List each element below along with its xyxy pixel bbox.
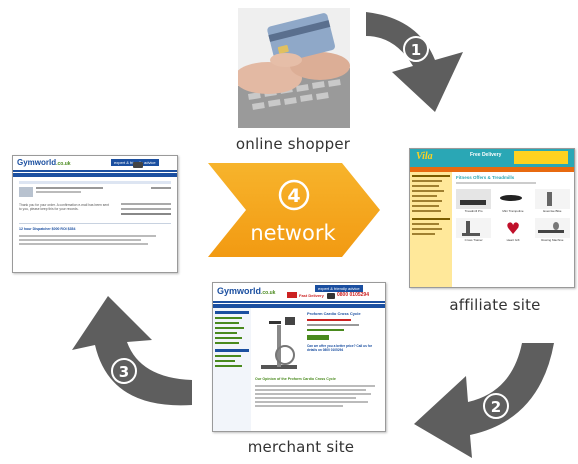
trampoline-icon (495, 189, 531, 209)
spec-heading: Our Opinion of the Proform Cardio Cross … (255, 377, 336, 381)
order-header: Gymworld.co.uk expert & friendly advice (13, 156, 177, 172)
affiliate-product-tile: Rowing Machine (534, 218, 570, 243)
order-table: Thank you for your order. A confirmation… (19, 181, 171, 245)
merchant-header: Gymworld.co.uk expert & friendly advice … (213, 283, 385, 303)
affiliate-banner (514, 151, 568, 164)
step-4-number: 4 (287, 185, 300, 207)
phone-icon (327, 293, 335, 299)
delivery-truck-icon (287, 292, 297, 298)
affiliate-product-tile: Mini Trampoline (495, 189, 531, 214)
affiliate-product-tile: Treadmill Pro (456, 189, 492, 214)
affiliate-product-tile: Cross Trainer (456, 218, 492, 243)
merchant-phone: 0800 0105294 (337, 292, 369, 298)
merchant-sidebar (213, 308, 251, 431)
affiliate-site-thumb: Vila Free Delivery Fitness Offers & Trea… (409, 148, 575, 288)
step-1-badge (403, 36, 429, 62)
step-3-badge (111, 358, 137, 384)
affiliate-label: affiliate site (449, 296, 541, 314)
affiliate-sidebar (410, 172, 452, 287)
credit-card-icon (267, 13, 335, 64)
network-label: network (250, 221, 336, 245)
arrow-1-icon (366, 12, 463, 112)
merchant-delivery: Fast Delivery (299, 293, 324, 298)
hand-icon (238, 62, 302, 94)
order-summary-title: 12 hour Dispatcher $000 ROI $354 (19, 227, 76, 231)
affiliate-heading: Fitness Offers & Treadmills (456, 175, 515, 180)
affiliate-product-tile: ♥ Heart Gift (495, 218, 531, 243)
shopper-photo (238, 8, 350, 128)
merchant-brand: Gymworld.co.uk (217, 286, 276, 296)
basket-icon (133, 162, 143, 168)
step-4-badge (278, 179, 310, 211)
order-nav (13, 173, 177, 177)
heart-icon: ♥ (495, 218, 531, 238)
call-text: Can we offer you a better price? Call us… (307, 344, 373, 352)
cross-trainer-icon (456, 218, 492, 238)
shopper-label: online shopper (235, 135, 351, 153)
affiliate-product-tile: Exercise Bike (534, 189, 570, 214)
merchant-label: merchant site (247, 438, 355, 456)
step-2-number: 2 (491, 398, 501, 416)
rowing-icon (534, 218, 570, 238)
step-3-number: 3 (119, 363, 129, 381)
order-brand: Gymworld.co.uk (17, 158, 71, 167)
order-confirmation-thumb: Gymworld.co.uk expert & friendly advice … (12, 155, 178, 273)
product-heading: Proform Cardio Cross Cycle (307, 311, 361, 316)
order-item-image (19, 187, 33, 197)
exercise-bike-image (255, 311, 303, 373)
affiliate-header: Vila Free Delivery (410, 149, 574, 167)
add-to-basket-button[interactable] (307, 335, 329, 340)
bike-icon (534, 189, 570, 209)
merchant-nav (213, 304, 385, 308)
arrow-3-icon (72, 296, 192, 406)
merchant-tagline: expert & friendly advice (315, 285, 363, 292)
affiliate-logo: Vila (416, 151, 433, 162)
order-thanks-text: Thank you for your order. A confirmation… (19, 203, 109, 211)
treadmill-icon (456, 189, 492, 209)
exercise-bike-icon (261, 317, 297, 369)
merchant-site-thumb: Gymworld.co.uk expert & friendly advice … (212, 282, 386, 432)
arrow-2-icon (414, 343, 554, 458)
shopper-illustration (238, 8, 350, 128)
affiliate-nav (410, 167, 574, 172)
step-1-number: 1 (411, 41, 421, 59)
step-2-badge (483, 393, 509, 419)
affiliate-promo: Free Delivery (470, 152, 502, 158)
